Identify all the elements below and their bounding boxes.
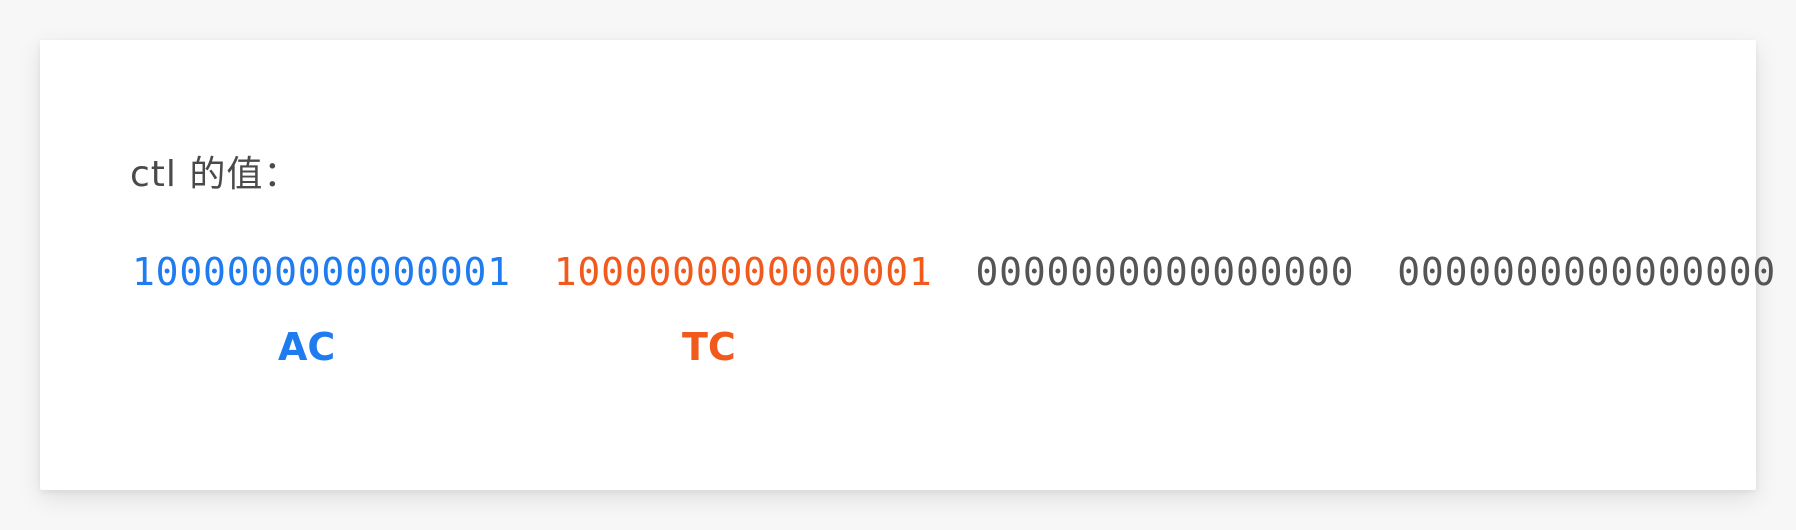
ctl-bit-row: 1000000000000001 1000000000000001 000000… — [132, 250, 1776, 294]
bit-segment-tc: 1000000000000001 — [553, 250, 933, 294]
bit-segment-3: 0000000000000000 — [975, 250, 1355, 294]
bit-segment-ac: 1000000000000001 — [132, 250, 511, 294]
ctl-value-heading: ctl 的值： — [130, 154, 301, 195]
bit-segment-4: 0000000000000000 — [1397, 250, 1777, 294]
diagram-card — [40, 40, 1756, 490]
tc-label: TC — [682, 325, 736, 369]
ac-label: AC — [278, 325, 336, 369]
